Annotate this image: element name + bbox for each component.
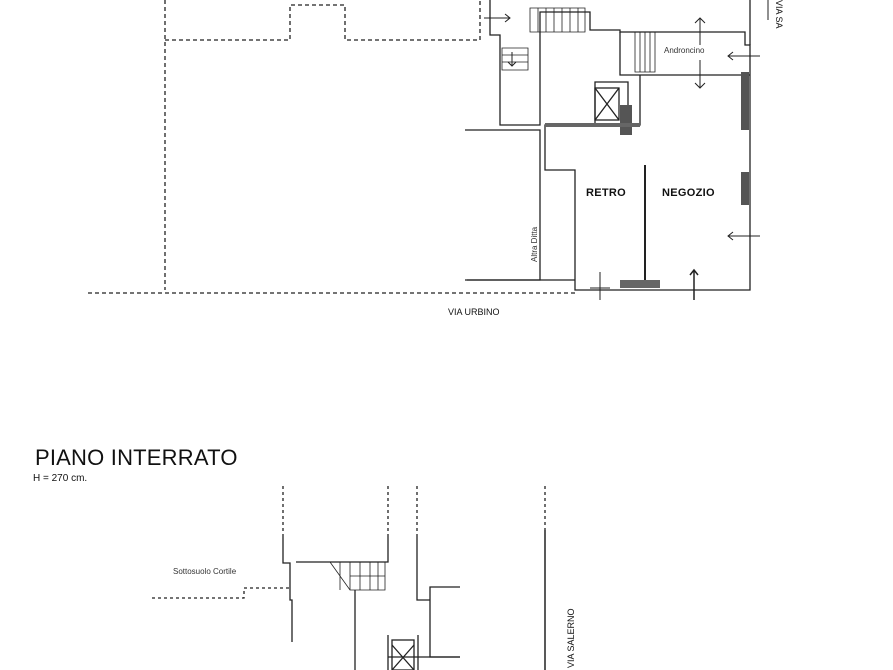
elevator-shaft (594, 87, 620, 121)
street-label-via-urbino: VIA URBINO (448, 307, 500, 317)
basement-elevator (391, 639, 415, 670)
arrow-icon (694, 17, 706, 89)
basement-dashed-walls (282, 486, 546, 535)
basement-height-note: H = 270 cm. (33, 473, 88, 484)
street-label-via-salerno: VIA SALERNO (566, 608, 576, 668)
stairs (529, 7, 586, 33)
basement-title: PIANO INTERRATO (35, 445, 238, 470)
room-label-androncino: Androncino (664, 46, 705, 55)
lot-boundary-top (165, 0, 481, 41)
label-altra-ditta: Altra Ditta (530, 226, 539, 262)
label-sottosuolo-cortile: Sottosuolo Cortile (173, 567, 237, 576)
street-label-right-top: VIA SA (774, 0, 784, 29)
room-label-negozio: NEGOZIO (662, 187, 715, 199)
room-label-retro: RETRO (586, 187, 626, 199)
basement-stairs (329, 561, 386, 591)
